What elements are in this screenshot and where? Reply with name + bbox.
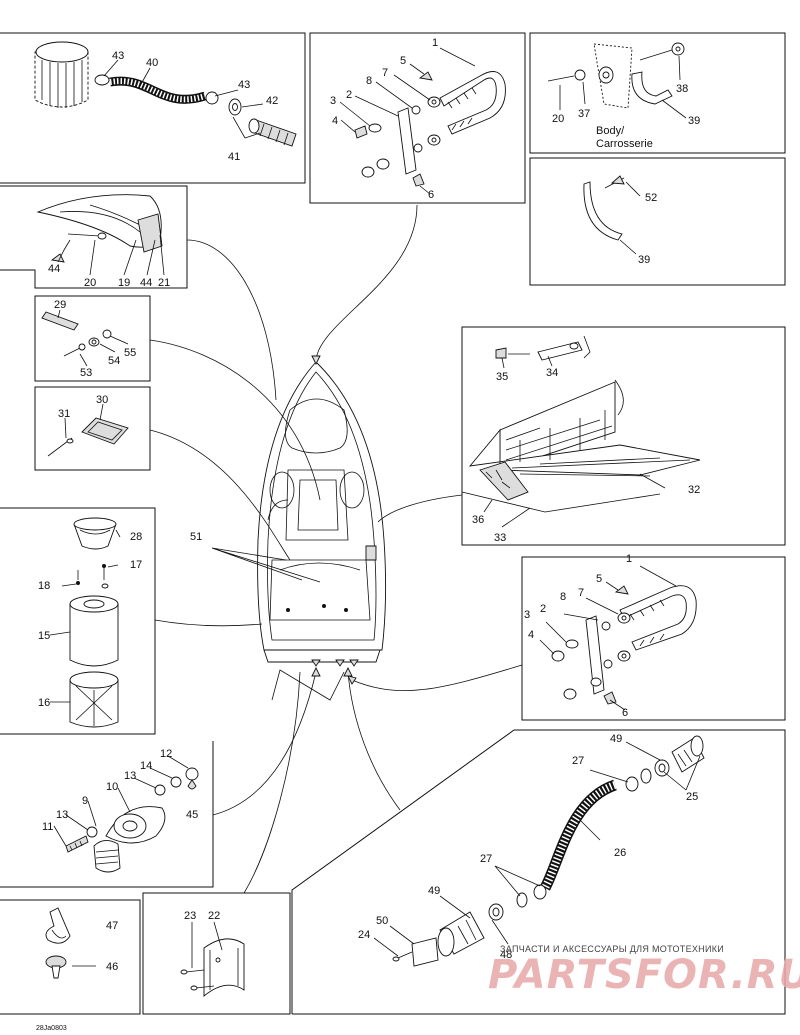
connector-lines <box>149 204 523 894</box>
callout-4b: 4 <box>528 629 534 641</box>
callout-31: 31 <box>58 408 70 420</box>
frame-boxes <box>0 32 786 1015</box>
callout-39a: 39 <box>688 115 700 127</box>
callout-19: 19 <box>118 277 130 289</box>
body-label-line1: Body/ <box>596 125 625 137</box>
callout-27a: 27 <box>572 755 584 767</box>
callout-44b: 44 <box>140 277 152 289</box>
callout-46: 46 <box>106 961 118 973</box>
shield-assembly <box>180 921 245 997</box>
callout-35: 35 <box>496 371 508 383</box>
callout-20b: 20 <box>84 277 96 289</box>
callout-43a: 43 <box>112 50 124 62</box>
callout-45: 45 <box>186 809 198 821</box>
callout-4a: 4 <box>332 115 338 127</box>
callout-15: 15 <box>38 630 50 642</box>
callout-6b: 6 <box>622 707 628 719</box>
callout-43b: 43 <box>238 79 250 91</box>
callout-8b: 8 <box>560 591 566 603</box>
watermark-logo: PARTSFOR.RU <box>488 952 800 998</box>
callout-54: 54 <box>108 355 120 367</box>
callout-51: 51 <box>190 531 202 543</box>
callout-labels: 43 40 43 42 41 1 5 7 8 2 3 4 6 20 37 Bod… <box>36 37 700 1032</box>
callout-2a: 2 <box>346 89 352 101</box>
callout-1a: 1 <box>432 37 438 49</box>
drain-hose-assembly <box>373 735 705 967</box>
callout-30: 30 <box>96 394 108 406</box>
callout-32: 32 <box>688 484 700 496</box>
bailer-hose-assembly <box>34 41 297 147</box>
grab-handle-assembly-top <box>339 47 506 195</box>
callout-16: 16 <box>38 697 50 709</box>
callout-37: 37 <box>578 108 590 120</box>
callout-48: 48 <box>500 949 512 961</box>
callout-13a: 13 <box>124 770 136 782</box>
callout-12: 12 <box>160 748 172 760</box>
pad-assembly <box>47 403 129 457</box>
callout-21: 21 <box>158 277 170 289</box>
callout-10: 10 <box>106 781 118 793</box>
callout-44a: 44 <box>48 263 60 275</box>
callout-39b: 39 <box>638 254 650 266</box>
callout-9: 9 <box>82 795 88 807</box>
callout-17: 17 <box>130 559 142 571</box>
callout-23: 23 <box>184 910 196 922</box>
callout-14: 14 <box>140 760 152 772</box>
callout-38: 38 <box>676 83 688 95</box>
callout-26: 26 <box>614 847 626 859</box>
diagram-code: 28Ja0803 <box>36 1025 67 1032</box>
callout-11: 11 <box>42 821 53 833</box>
callout-1b: 1 <box>626 553 632 565</box>
callout-2b: 2 <box>540 603 546 615</box>
callout-49a: 49 <box>610 733 622 745</box>
grab-handle-assembly-rear <box>539 565 697 711</box>
callout-40: 40 <box>146 57 158 69</box>
drain-plug-assembly <box>53 755 199 873</box>
callout-22: 22 <box>208 910 220 922</box>
body-label-line2: Carrosserie <box>596 138 653 150</box>
pin-assembly <box>41 309 129 367</box>
clip-assembly-body <box>547 42 687 119</box>
callout-25: 25 <box>686 791 698 803</box>
callout-29: 29 <box>54 299 66 311</box>
callout-7a: 7 <box>382 67 388 79</box>
callout-13b: 13 <box>56 809 68 821</box>
callout-36: 36 <box>472 514 484 526</box>
storage-bin-assembly <box>49 517 121 728</box>
callout-52: 52 <box>645 192 657 204</box>
front-storage-assembly <box>36 194 165 276</box>
callout-27b: 27 <box>480 853 492 865</box>
callout-33: 33 <box>494 532 506 544</box>
callout-42: 42 <box>266 95 278 107</box>
clip-assembly-39 <box>583 175 641 255</box>
callout-53: 53 <box>80 367 92 379</box>
watermark-caption: ЗАПЧАСТИ И АКСЕССУАРЫ ДЛЯ МОТОТЕХНИКИ <box>500 944 725 954</box>
hull <box>211 361 387 667</box>
storage-tray-assembly <box>461 335 701 528</box>
callout-3a: 3 <box>330 95 336 107</box>
callout-20a: 20 <box>552 113 564 125</box>
callout-55: 55 <box>124 347 136 359</box>
callout-7b: 7 <box>578 587 584 599</box>
callout-41: 41 <box>228 151 240 163</box>
callout-49b: 49 <box>428 885 440 897</box>
callout-34: 34 <box>546 367 558 379</box>
clip-fastener-assembly <box>45 907 96 979</box>
callout-50: 50 <box>376 915 388 927</box>
callout-3b: 3 <box>524 609 530 621</box>
callout-5a: 5 <box>400 55 406 67</box>
callout-47: 47 <box>106 920 118 932</box>
callout-8a: 8 <box>366 75 372 87</box>
callout-28: 28 <box>130 531 142 543</box>
callout-6a: 6 <box>428 189 434 201</box>
callout-24: 24 <box>358 929 370 941</box>
callout-5b: 5 <box>596 573 602 585</box>
callout-18: 18 <box>38 580 50 592</box>
